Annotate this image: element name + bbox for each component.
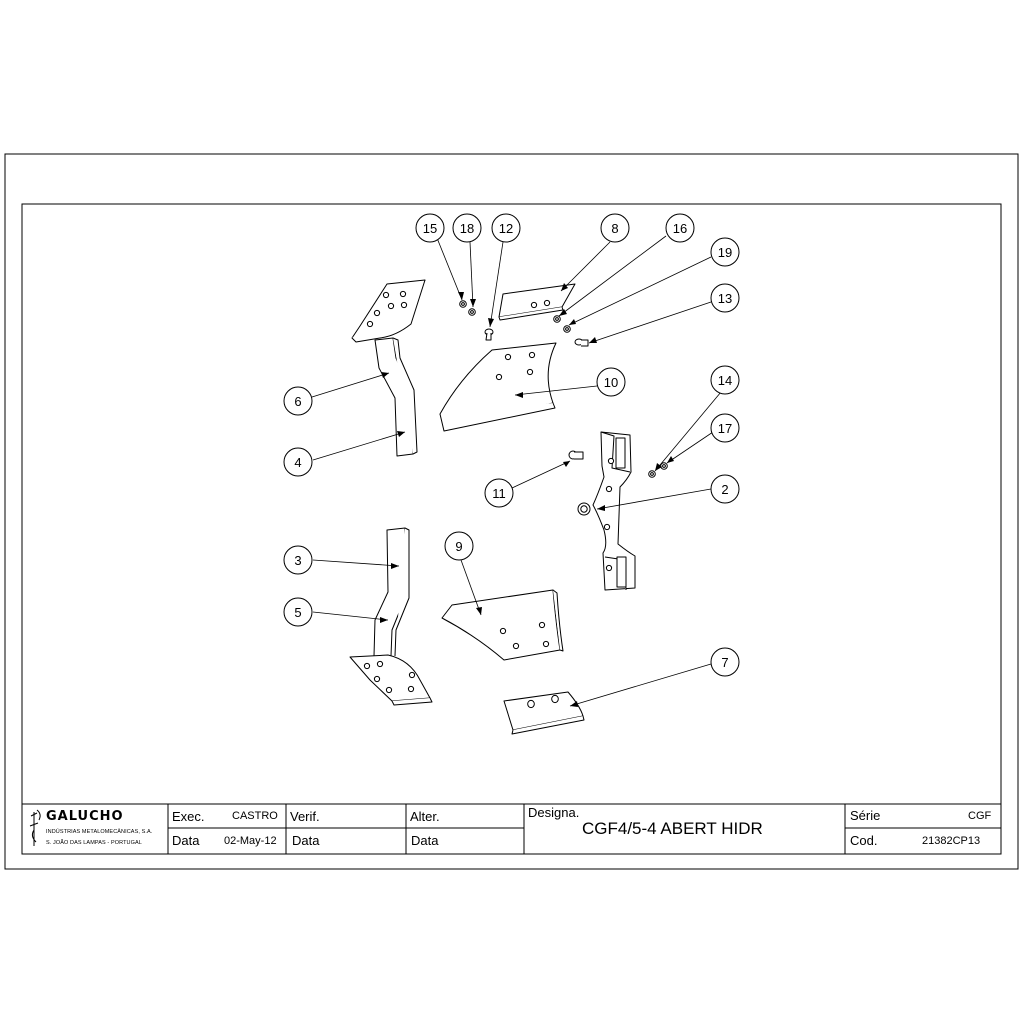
part-15-nut [459, 300, 467, 308]
balloon-16: 16 [665, 213, 695, 243]
company-name: GALUCHO [46, 809, 124, 824]
balloon-17: 17 [710, 413, 740, 443]
company-line2: S. JOÃO DAS LAMPAS - PORTUGAL [46, 840, 142, 846]
balloon-label: 9 [455, 539, 462, 554]
part-10-share [439, 342, 557, 432]
balloon-label: 5 [294, 605, 301, 620]
balloon-label: 18 [460, 221, 474, 236]
part-3-bar [373, 527, 410, 657]
balloon-label: 8 [611, 221, 618, 236]
part-11-bolt [568, 450, 584, 460]
balloon-label: 11 [492, 486, 506, 501]
part-5-plate [349, 654, 433, 706]
part-14-washer [648, 470, 656, 478]
data-label: Data [172, 833, 200, 848]
balloon-15: 15 [415, 213, 445, 243]
title-block-grid [21, 803, 1002, 855]
balloon-label: 16 [673, 221, 687, 236]
balloon-19: 19 [710, 237, 740, 267]
balloon-12: 12 [491, 213, 521, 243]
exec-label: Exec. [172, 809, 205, 824]
designa-value: CGF4/5-4 ABERT HIDR [582, 819, 763, 838]
part-7-blade [503, 691, 585, 735]
balloon-label: 10 [604, 375, 618, 390]
balloon-label: 15 [423, 221, 437, 236]
balloon-label: 14 [718, 373, 732, 388]
balloon-8: 8 [600, 213, 630, 243]
balloon-label: 17 [718, 421, 732, 436]
verif-data-label: Data [292, 833, 320, 848]
outer-frame [4, 153, 1019, 870]
balloon-label: 3 [294, 553, 301, 568]
balloon-14: 14 [710, 365, 740, 395]
balloon-label: 13 [718, 291, 732, 306]
part-17-nut [660, 462, 668, 470]
galucho-logo-icon [29, 809, 41, 846]
company-line1: INDÚSTRIAS METALOMECÂNICAS, S.A. [46, 829, 153, 835]
cod-label: Cod. [850, 833, 878, 848]
balloon-label: 19 [718, 245, 732, 260]
balloon-6: 6 [283, 386, 313, 416]
balloon-7: 7 [710, 647, 740, 677]
data-value: 02-May-12 [224, 835, 277, 847]
part-8-blade [498, 283, 576, 321]
part-2-bracket [577, 431, 636, 591]
part-4-bar [374, 337, 418, 457]
balloon-4: 4 [283, 447, 313, 477]
part-6-plate [351, 279, 426, 343]
alter-label: Alter. [410, 809, 440, 824]
part-13-bolt [574, 338, 589, 347]
part-9-share [441, 589, 564, 661]
balloon-11: 11 [484, 478, 514, 508]
alter-data-label: Data [411, 833, 439, 848]
balloon-3: 3 [283, 545, 313, 575]
part-16-nut [553, 315, 561, 323]
part-18-washer [468, 308, 476, 316]
balloon-label: 4 [294, 455, 301, 470]
cod-value: 21382CP13 [922, 835, 981, 847]
balloon-2: 2 [710, 474, 740, 504]
part-12-bolt [484, 328, 494, 341]
serie-label: Série [850, 808, 881, 823]
exec-value: CASTRO [232, 810, 278, 822]
balloon-5: 5 [283, 597, 313, 627]
serie-value: CGF [968, 810, 992, 822]
balloon-9: 9 [444, 531, 474, 561]
verif-label: Verif. [290, 809, 320, 824]
part-19-washer [563, 325, 571, 333]
balloon-18: 18 [452, 213, 482, 243]
balloon-label: 12 [499, 221, 513, 236]
balloon-label: 2 [721, 482, 728, 497]
balloon-label: 6 [294, 394, 301, 409]
balloon-10: 10 [596, 367, 626, 397]
balloon-13: 13 [710, 283, 740, 313]
designa-label: Designa. [528, 805, 580, 820]
balloon-label: 7 [721, 655, 728, 670]
